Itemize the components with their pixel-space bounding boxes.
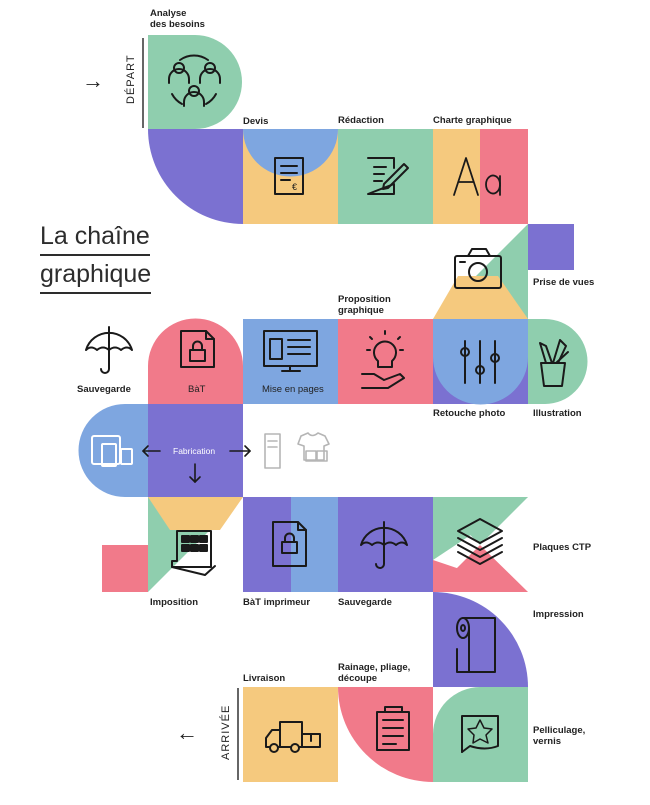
tile-devices: [78, 404, 148, 497]
fabrication-arrows: [142, 445, 251, 483]
tile-curve-purple: [148, 129, 243, 224]
umbrella-icon: [85, 326, 133, 374]
quote-document-icon: €: [274, 157, 304, 195]
label-proposition-2: graphique: [338, 305, 384, 316]
label-fabrication: Fabrication: [173, 446, 216, 456]
label-sauvegarde-1: Sauvegarde: [77, 384, 131, 395]
truck-icon: [265, 721, 321, 753]
label-illustration: Illustration: [533, 408, 582, 419]
title-line-1: La chaîne: [40, 218, 150, 256]
paper-roll-icon: [456, 617, 496, 673]
label-mise: Mise en pages: [262, 384, 324, 395]
lock-document-icon: [180, 330, 215, 368]
umbrella-icon-2: [360, 521, 408, 569]
label-proposition: Proposition: [338, 294, 391, 305]
tile-pelliculage: [433, 687, 528, 782]
folded-sheet-icon: [376, 706, 410, 751]
label-sauvegarde-2: Sauvegarde: [338, 597, 392, 608]
label-rainage: Rainage, pliage,: [338, 662, 411, 673]
label-livraison: Livraison: [243, 673, 286, 684]
label-impression: Impression: [533, 609, 584, 620]
label-bat: BàT: [188, 384, 206, 395]
sliders-icon: [460, 340, 500, 384]
tile-prise-purple: [528, 224, 574, 270]
typography-icon: [453, 157, 501, 196]
pen-writing-icon: [367, 157, 409, 195]
layers-icon: [457, 518, 503, 565]
brushes-icon: [539, 339, 569, 387]
label-devis: Devis: [243, 116, 269, 127]
label-analyse-2: des besoins: [150, 19, 205, 30]
tile-imposition-pink: [102, 545, 148, 592]
label-arrivee: ARRIVÉE: [220, 704, 232, 760]
devices-icon: [91, 435, 133, 467]
tile-livraison: [243, 687, 338, 782]
label-analyse: Analyse: [150, 8, 187, 19]
lightbulb-icon: [361, 330, 405, 389]
label-depart: DÉPART: [125, 54, 137, 104]
tshirt-print-icon: [264, 432, 330, 469]
svg-text:€: €: [292, 182, 297, 192]
label-redaction: Rédaction: [338, 115, 384, 126]
star-sheet-icon: [461, 715, 499, 753]
lock-document-icon-2: [272, 521, 307, 567]
camera-icon: [454, 248, 502, 289]
tile-rainage: [338, 687, 433, 782]
label-rainage-2: découpe: [338, 673, 378, 684]
label-pelliculage-2: vernis: [533, 736, 561, 747]
label-plaques: Plaques CTP: [533, 542, 592, 553]
people-icon: [168, 54, 221, 107]
title-line-2: graphique: [40, 256, 152, 294]
tile-analyse: [148, 35, 242, 129]
label-bat-imprimeur: BàT imprimeur: [243, 597, 311, 608]
label-pelliculage: Pelliculage,: [533, 725, 586, 736]
imposition-sheet-icon: [171, 530, 216, 576]
page-title: La chaîne graphique: [40, 218, 152, 294]
layout-icon: [263, 330, 318, 372]
tile-mise: [243, 319, 338, 404]
tile-redaction: [338, 129, 433, 224]
label-retouche: Retouche photo: [433, 408, 506, 419]
label-prise: Prise de vues: [533, 277, 595, 288]
depart-arrow: →: [82, 68, 104, 93]
arrivee-arrow: ←: [176, 720, 198, 745]
label-imposition: Imposition: [150, 597, 199, 608]
label-charte: Charte graphique: [433, 115, 512, 126]
